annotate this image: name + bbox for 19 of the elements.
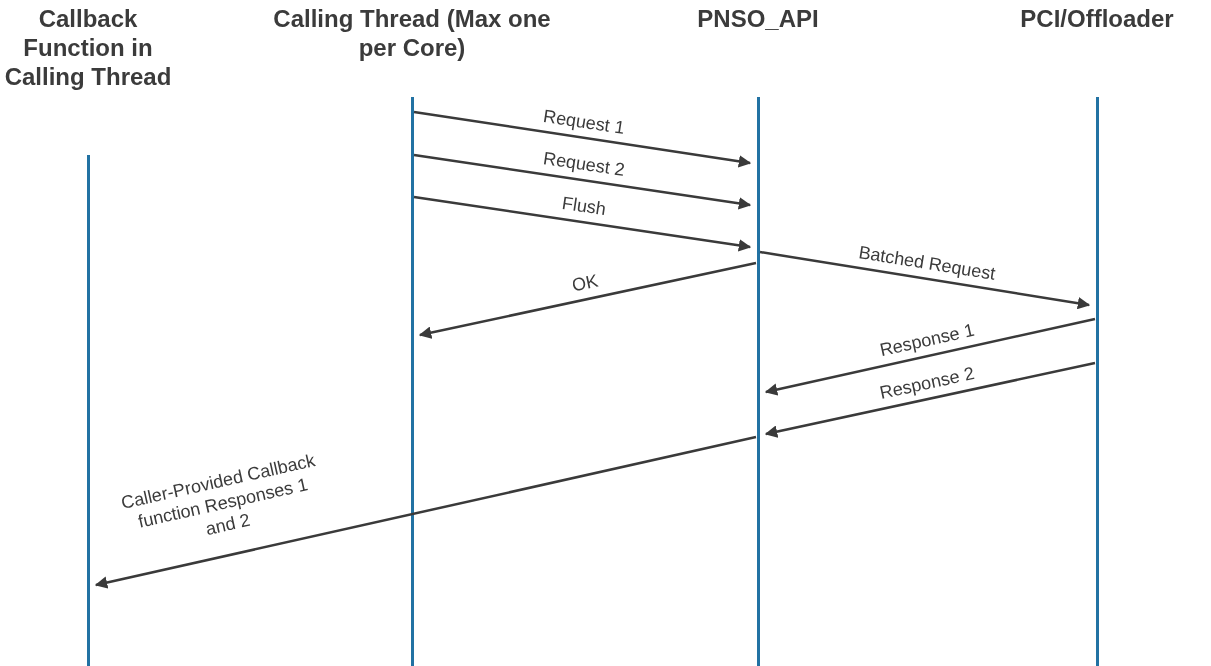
edge-label: OK: [568, 269, 601, 298]
arrow: [413, 153, 752, 210]
arrow: [764, 361, 1096, 438]
edge-label: Flush: [560, 192, 609, 222]
lifeline-heading: Calling Thread (Max one per Core): [272, 4, 552, 62]
arrow: [759, 250, 1091, 310]
arrow: [413, 110, 752, 168]
arrow: [764, 317, 1096, 396]
edge-label: Request 2: [541, 147, 628, 183]
lifeline-heading: PNSO_API: [696, 4, 820, 33]
lifeline-heading: Callback Function in Calling Thread: [3, 4, 173, 91]
edge-label: Response 1: [876, 318, 978, 363]
edge-label: Response 2: [877, 361, 978, 405]
arrow: [418, 261, 757, 339]
arrow: [94, 435, 757, 589]
arrow: [413, 195, 752, 252]
edge-label: Request 1: [541, 104, 628, 140]
edge-label: Batched Request: [856, 240, 998, 286]
lifeline-heading: PCI/Offloader: [1019, 4, 1175, 33]
